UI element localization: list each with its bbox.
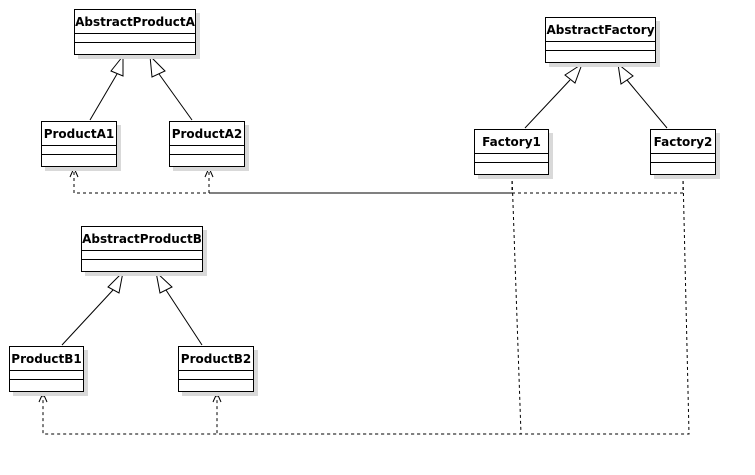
class-product-b2[interactable]: ProductB2 [178, 346, 254, 392]
class-name: ProductA2 [170, 122, 244, 146]
dependency-arrowhead-product-a1 [69, 166, 79, 178]
operations-compartment [82, 259, 202, 267]
generalization-product-a2-to-abstract-product-a [158, 73, 193, 121]
operations-compartment [546, 50, 655, 58]
operations-compartment [10, 379, 83, 387]
generalization-factory2-to-abstract-factory [626, 79, 668, 129]
class-name: AbstractFactory [546, 18, 655, 42]
class-name: AbstractProductB [82, 227, 202, 251]
attributes-compartment [179, 371, 253, 379]
class-name: Factory2 [651, 130, 715, 154]
class-product-a2[interactable]: ProductA2 [169, 121, 245, 167]
dependency-factory1-to-product-b1 [42, 174, 522, 435]
class-name: ProductB2 [179, 347, 253, 371]
dependency-factory1-to-product-a1 [73, 168, 513, 194]
attributes-compartment [82, 251, 202, 259]
generalization-arrowhead-b2 [155, 270, 173, 294]
operations-compartment [42, 154, 116, 162]
dependency-factory2-to-product-a2 [208, 168, 684, 194]
class-name: ProductB1 [10, 347, 83, 371]
attributes-compartment [42, 146, 116, 154]
attributes-compartment [75, 34, 195, 42]
class-product-b1[interactable]: ProductB1 [9, 346, 84, 392]
attributes-compartment [475, 154, 548, 162]
dependency-arrowhead-product-b2 [212, 391, 222, 403]
attributes-compartment [546, 42, 655, 50]
class-name: AbstractProductA [75, 10, 195, 34]
operations-compartment [179, 379, 253, 387]
class-abstract-factory[interactable]: AbstractFactory [545, 17, 656, 63]
dependency-layer [42, 168, 690, 435]
generalization-layer [61, 54, 668, 346]
class-name: ProductA1 [42, 122, 116, 146]
operations-compartment [75, 42, 195, 50]
class-abstract-product-a[interactable]: AbstractProductA [74, 9, 196, 55]
generalization-product-b1-to-abstract-product-b [61, 289, 114, 346]
generalization-arrowhead-factory2 [617, 62, 634, 85]
class-product-a1[interactable]: ProductA1 [41, 121, 117, 167]
attributes-compartment [10, 371, 83, 379]
dependency-arrowheads [38, 166, 222, 403]
generalization-arrowhead-b1 [107, 270, 124, 294]
class-factory2[interactable]: Factory2 [650, 129, 716, 175]
generalization-arrowhead-a2 [149, 54, 166, 78]
dependency-factory2-to-product-b2 [216, 174, 690, 435]
generalization-arrowhead-a1 [110, 54, 124, 77]
attributes-compartment [170, 146, 244, 154]
attributes-compartment [651, 154, 715, 162]
class-factory1[interactable]: Factory1 [474, 129, 549, 175]
class-abstract-product-b[interactable]: AbstractProductB [81, 226, 203, 272]
dependency-arrowhead-product-a2 [204, 166, 214, 178]
dependency-arrowhead-product-b1 [38, 391, 48, 403]
generalization-product-b2-to-abstract-product-b [165, 289, 203, 346]
operations-compartment [651, 162, 715, 170]
generalization-product-a1-to-abstract-product-a [89, 73, 118, 121]
operations-compartment [475, 162, 548, 170]
class-name: Factory1 [475, 130, 548, 154]
generalization-arrowhead-factory1 [564, 62, 583, 84]
operations-compartment [170, 154, 244, 162]
generalization-factory1-to-abstract-factory [524, 79, 571, 129]
